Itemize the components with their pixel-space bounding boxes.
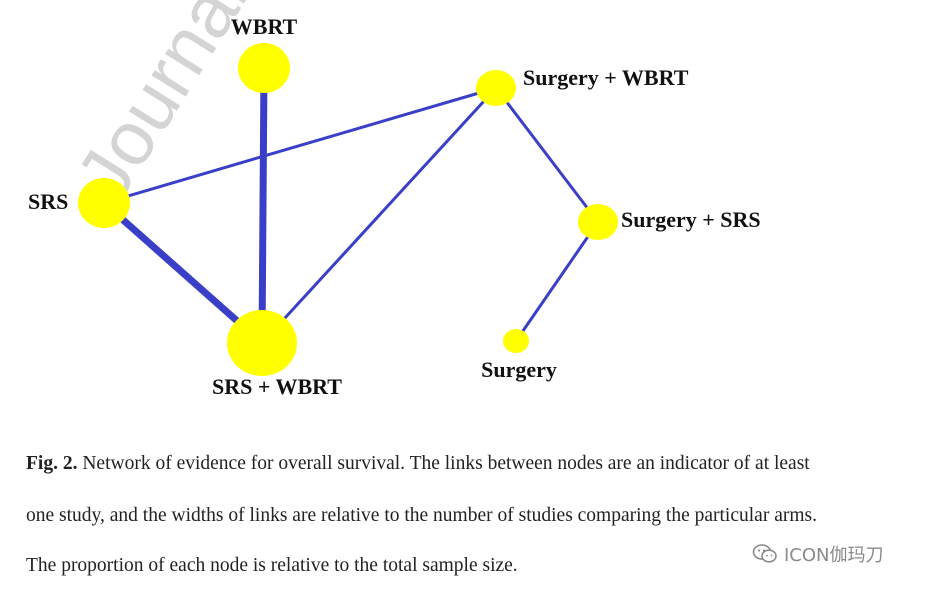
brand-watermark: ICON伽玛刀: [752, 541, 884, 567]
nodes-layer: [78, 43, 618, 376]
node-label-surgery_srs: Surgery + SRS: [621, 207, 761, 232]
brand-text: ICON伽玛刀: [784, 545, 884, 566]
node-wbrt: [238, 43, 290, 93]
edge-srs-srs_wbrt: [101, 200, 265, 346]
node-label-srs_wbrt: SRS + WBRT: [212, 374, 342, 399]
node-label-surgery: Surgery: [481, 357, 557, 382]
edge-surgery_wbrt-surgery_srs: [494, 87, 600, 223]
edge-surgery_srs-surgery: [514, 221, 600, 342]
labels-layer: WBRT Surgery + WBRT SRS Surgery + SRS SRS + …: [28, 14, 761, 399]
edges-layer: [101, 67, 600, 346]
figure-caption: Fig. 2. Network of evidence for overall …: [26, 453, 926, 588]
node-label-srs: SRS: [28, 189, 68, 214]
figure-label: Fig. 2.: [26, 453, 78, 474]
node-srs_wbrt: [227, 310, 297, 376]
node-surgery: [503, 329, 529, 353]
node-label-wbrt: WBRT: [231, 14, 298, 39]
edge-srs-surgery_wbrt: [103, 86, 497, 205]
caption-text-3: The proportion of each node is relative …: [26, 555, 518, 576]
edge-surgery_wbrt-srs_wbrt: [260, 86, 498, 345]
edge-wbrt-srs_wbrt: [258, 67, 268, 344]
caption-line-3: The proportion of each node is relative …: [26, 555, 518, 577]
node-srs: [78, 178, 130, 228]
node-label-surgery_wbrt: Surgery + WBRT: [523, 65, 689, 90]
node-surgery_wbrt: [476, 70, 516, 106]
node-surgery_srs: [578, 204, 618, 240]
caption-line-1: Fig. 2. Network of evidence for overall …: [26, 453, 810, 475]
caption-text-2: one study, and the widths of links are r…: [26, 505, 817, 526]
caption-text-1: Network of evidence for overall survival…: [77, 453, 810, 474]
wechat-icon: [752, 544, 777, 563]
caption-line-2: one study, and the widths of links are r…: [26, 505, 817, 527]
